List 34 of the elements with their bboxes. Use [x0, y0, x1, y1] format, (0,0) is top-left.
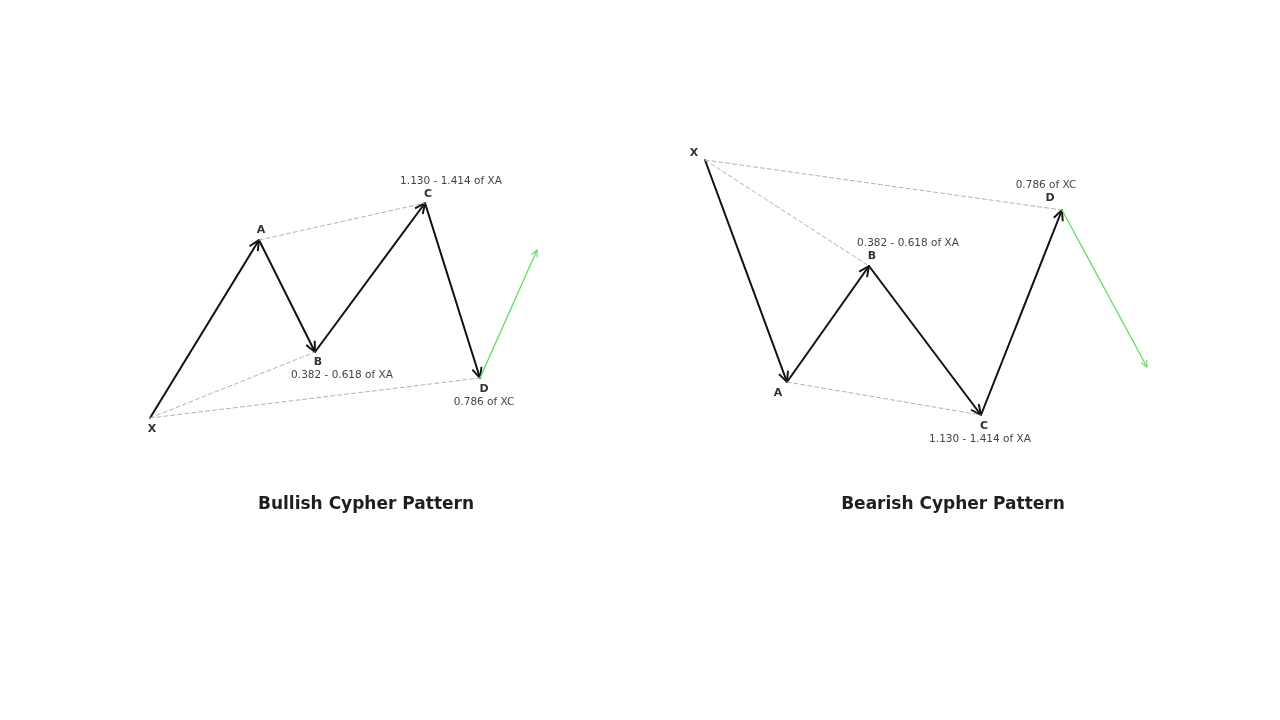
point-label: C: [423, 187, 433, 200]
arrow: [424, 202, 483, 379]
point-label: B: [867, 249, 877, 262]
dashed-line: [149, 377, 481, 419]
pattern-title: Bearish Cypher Pattern: [841, 492, 1065, 514]
ratio-label: 0.382 - 0.618 of XA: [857, 236, 959, 249]
dashed-line: [704, 159, 870, 267]
ratio-label: 0.382 - 0.618 of XA: [291, 368, 393, 381]
ratio-label: 1.130 - 1.414 of XA: [400, 174, 502, 187]
arrow: [704, 159, 789, 383]
point-label: D: [1045, 191, 1055, 204]
dashed-line: [258, 202, 426, 241]
ratio-label: 1.130 - 1.414 of XA: [929, 432, 1031, 445]
pattern-title: Bullish Cypher Pattern: [257, 492, 475, 514]
arrow: [868, 265, 982, 416]
arrow: [786, 265, 870, 383]
point-label: A: [256, 223, 266, 236]
dashed-line: [149, 351, 316, 419]
point-label: B: [313, 355, 323, 368]
arrow: [258, 239, 316, 353]
dashed-line: [786, 381, 982, 416]
arrow: [149, 239, 260, 419]
point-label: A: [773, 386, 783, 399]
ratio-label: 0.786 of XC: [453, 395, 515, 408]
dashed-line: [704, 159, 1063, 211]
point-label: X: [689, 146, 699, 159]
arrow: [479, 249, 538, 379]
point-label: C: [979, 419, 989, 432]
point-label: X: [147, 422, 157, 435]
arrow: [1061, 209, 1148, 368]
arrow: [314, 202, 426, 353]
arrow: [980, 209, 1064, 416]
point-label: D: [479, 382, 489, 395]
ratio-label: 0.786 of XC: [1015, 178, 1077, 191]
